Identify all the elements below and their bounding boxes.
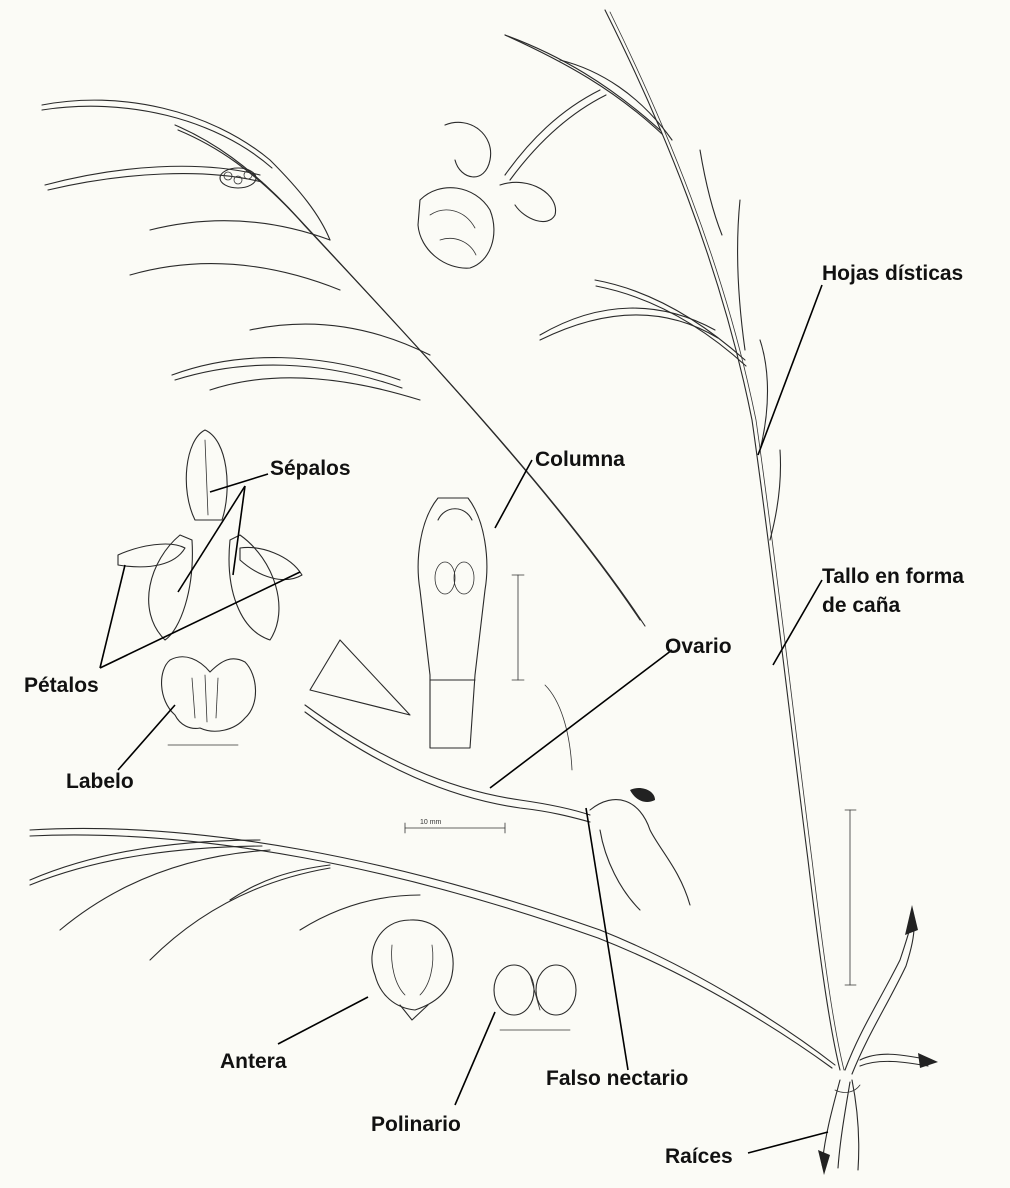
label-petalos: Pétalos [24, 674, 99, 697]
columna-drawing [418, 498, 524, 748]
flower-scale-text: 10 mm [420, 819, 442, 826]
plant-drawing [30, 10, 938, 1175]
labels: Hojas dísticas Sépalos Columna Tallo en … [24, 262, 964, 1168]
polinario-drawing [494, 965, 576, 1030]
label-falso-nectario: Falso nectario [546, 1067, 688, 1090]
label-columna: Columna [535, 448, 625, 471]
flower-scale-bar: 10 mm [405, 819, 505, 833]
roots [818, 905, 938, 1175]
dissected-parts: 10 mm [118, 430, 856, 1030]
label-raices: Raíces [665, 1145, 733, 1168]
main-stem [605, 10, 840, 1070]
label-tallo-line2: de caña [822, 594, 901, 617]
labelo-drawing [162, 657, 256, 745]
label-sepalos: Sépalos [270, 457, 351, 480]
antera-drawing [372, 920, 453, 1020]
leader-lines [100, 285, 828, 1153]
label-antera: Antera [220, 1050, 287, 1073]
label-ovario: Ovario [665, 635, 732, 658]
top-flower [418, 90, 606, 268]
label-labelo: Labelo [66, 770, 134, 793]
plant-scale-bar [845, 810, 856, 985]
left-branch-leaves [42, 100, 645, 626]
label-polinario: Polinario [371, 1113, 461, 1136]
label-tallo-line1: Tallo en forma [822, 565, 964, 588]
label-hojas-disticas: Hojas dísticas [822, 262, 963, 285]
